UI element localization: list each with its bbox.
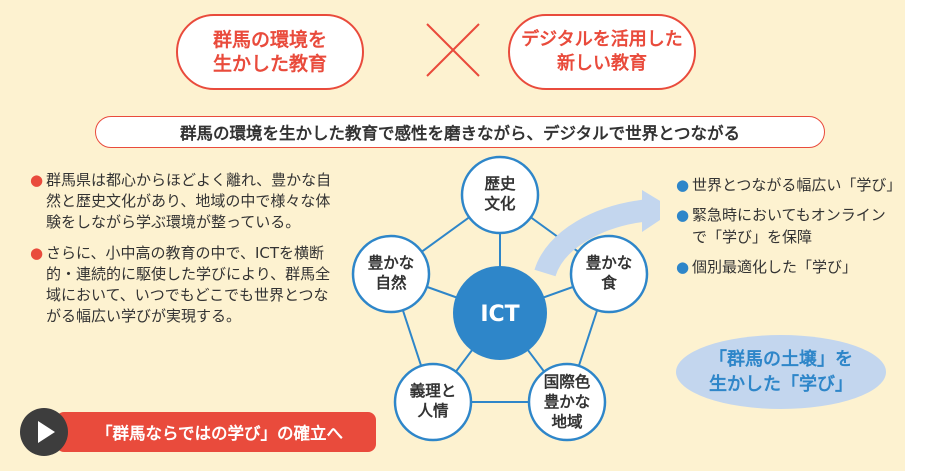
svg-text:豊かな: 豊かな xyxy=(544,392,591,411)
left-point: ● 群馬県は都心からほどよく離れ、豊かな自然と歴史文化があり、地域の中で様々な体… xyxy=(30,171,332,231)
cross-icon xyxy=(426,23,480,77)
left-description: ● 群馬県は都心からほどよく離れ、豊かな自然と歴史文化があり、地域の中で様々な体… xyxy=(30,170,350,337)
right-point: ● 世界とつながる幅広い「学び」 xyxy=(676,176,902,194)
gunma-soil-highlight: 「群馬の土壌」を 生かした「学び」 xyxy=(676,335,886,409)
svg-text:食: 食 xyxy=(600,273,617,292)
red-bullet-icon: ● xyxy=(30,244,44,262)
blue-bullet-icon: ● xyxy=(676,176,690,194)
blue-bullet-icon: ● xyxy=(676,206,690,224)
blue-bullet-icon: ● xyxy=(676,258,690,276)
svg-text:国際色: 国際色 xyxy=(544,372,591,391)
cta-banner: 「群馬ならではの学び」の確立へ xyxy=(20,408,376,456)
infographic-panel: 群馬の環境を 生かした教育 デジタルを活用した 新しい教育 群馬の環境を生かした… xyxy=(0,0,905,471)
node-giri-ninjo: 義理と 人情 xyxy=(393,362,473,442)
svg-text:歴史: 歴史 xyxy=(484,174,516,193)
play-circle-icon xyxy=(20,408,68,456)
slogan-banner: 群馬の環境を生かした教育で感性を磨きながら、デジタルで世界とつながる xyxy=(95,116,825,148)
svg-text:豊かな: 豊かな xyxy=(368,253,415,272)
svg-text:文化: 文化 xyxy=(484,194,516,213)
svg-text:豊かな: 豊かな xyxy=(586,253,633,272)
ict-pentagon-diagram: ICT 歴史 文化 豊かな 食 国際色 豊かな 地域 義理と 人情 xyxy=(351,155,660,442)
node-international-region: 国際色 豊かな 地域 xyxy=(527,362,607,442)
arrow-body xyxy=(534,199,652,277)
red-bullet-icon: ● xyxy=(30,171,44,189)
svg-text:地域: 地域 xyxy=(551,412,583,431)
arrow-head-icon xyxy=(642,190,660,232)
pill-digital-education: デジタルを活用した 新しい教育 xyxy=(508,14,696,90)
ict-center-label: ICT xyxy=(480,302,519,327)
right-point: ● 緊急時においてもオンラインで「学び」を保障 xyxy=(676,206,886,246)
node-rich-nature: 豊かな 自然 xyxy=(351,234,431,314)
right-outcomes: ● 世界とつながる幅広い「学び」 ● 緊急時においてもオンラインで「学び」を保障… xyxy=(676,174,902,286)
svg-text:義理と: 義理と xyxy=(410,381,457,400)
left-point: ● さらに、小中高の教育の中で、ICTを横断的・連続的に駆使した学びにより、群馬… xyxy=(30,244,331,325)
node-rich-food: 豊かな 食 xyxy=(569,234,649,314)
svg-text:自然: 自然 xyxy=(375,273,407,292)
ict-center-circle xyxy=(453,266,547,360)
svg-text:人情: 人情 xyxy=(417,401,449,420)
node-history-culture: 歴史 文化 xyxy=(460,155,540,235)
pill-gunma-environment: 群馬の環境を 生かした教育 xyxy=(176,14,364,90)
right-point: ● 個別最適化した「学び」 xyxy=(676,258,858,276)
cta-label: 「群馬ならではの学び」の確立へ xyxy=(56,412,376,452)
